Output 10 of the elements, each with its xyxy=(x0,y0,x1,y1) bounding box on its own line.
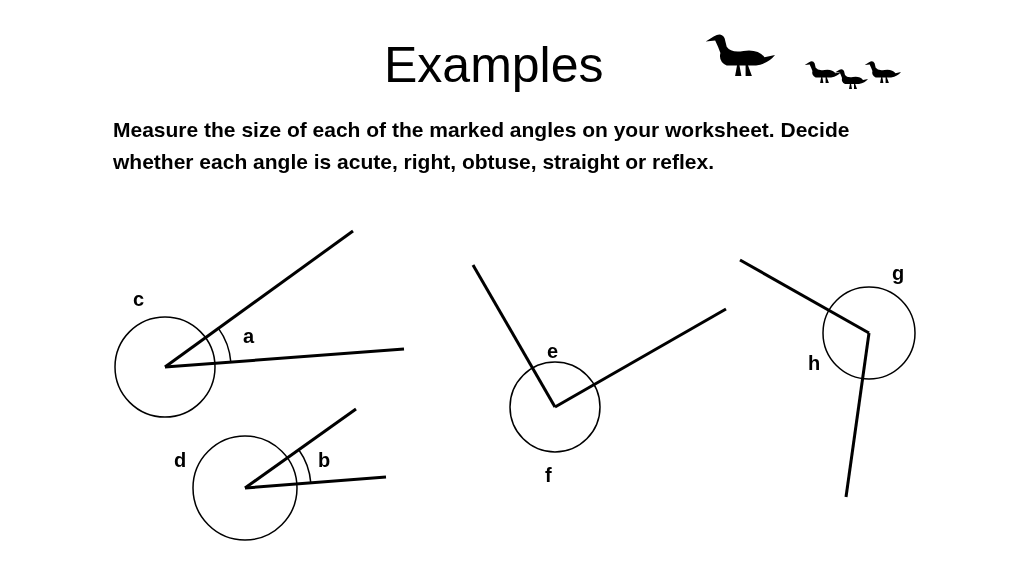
angle-label: g xyxy=(892,262,905,285)
angle-label: f xyxy=(545,464,552,487)
angle-label: a xyxy=(243,325,255,348)
angle-label: c xyxy=(133,288,145,311)
instruction-text: Measure the size of each of the marked angles on your worksheet. Decide whether each angle is acute, right, obtuse, straight or reflex. xyxy=(113,117,851,175)
title: Examples xyxy=(384,36,604,94)
angle-label: b xyxy=(318,449,331,472)
angle-label: e xyxy=(547,340,559,363)
angle-label: h xyxy=(808,352,821,375)
angle-label: d xyxy=(174,449,187,472)
